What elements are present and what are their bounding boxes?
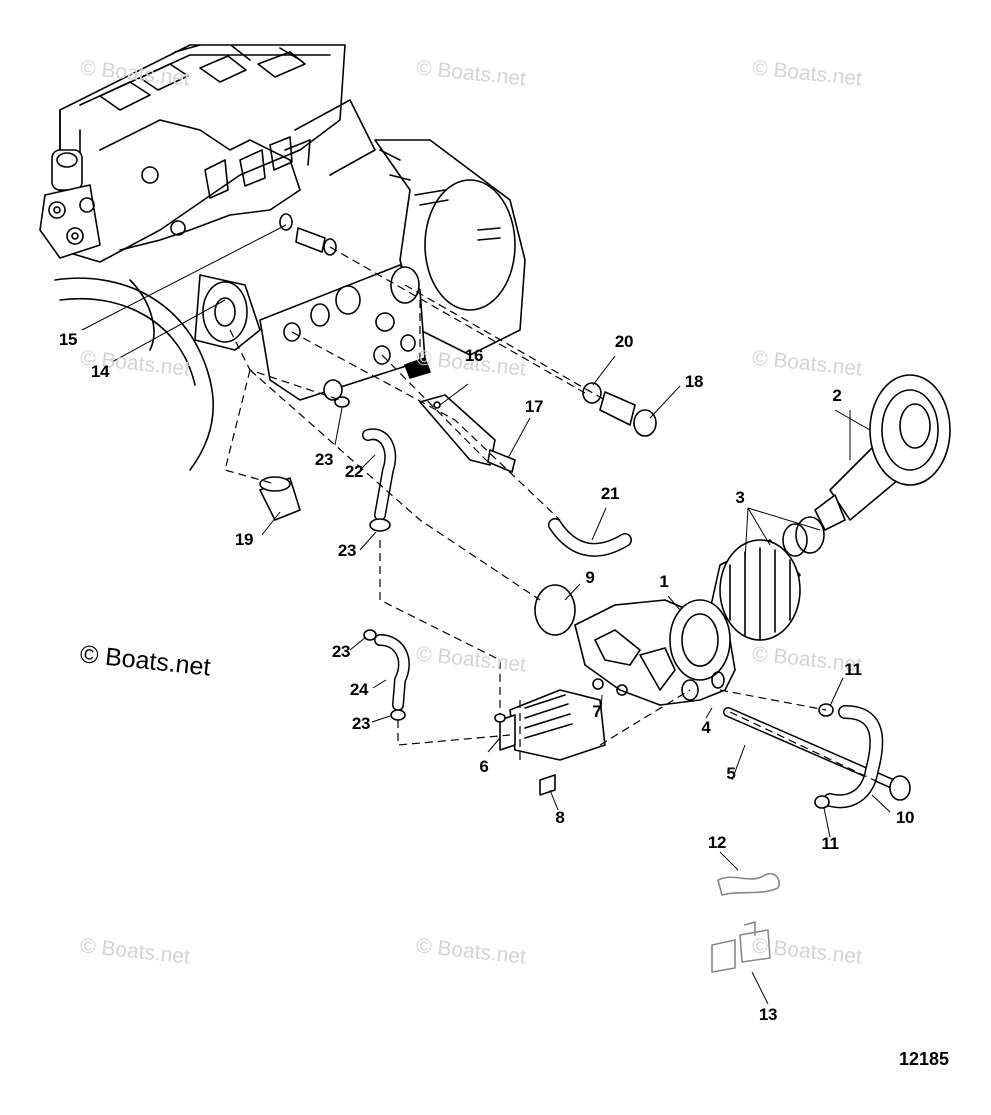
callout-label: 1 [659,572,669,591]
bolt-5-drawing [723,707,911,801]
callout-label: 11 [821,834,839,853]
callout-label: 23 [337,541,357,560]
hose-10-drawing [814,703,884,809]
callout-label: 11 [844,660,862,679]
o-ring-9-drawing [534,584,576,636]
callout-label: 12 [707,833,727,852]
callout-label: 16 [464,346,484,365]
diagram-id: 12185 [898,1049,949,1069]
callout-label: 3 [735,488,745,507]
filter-base-1-drawing [574,599,736,706]
callout-label: 20 [614,332,634,351]
callout-label: 18 [684,372,704,391]
callout-label: 15 [58,330,78,349]
bracket-16-drawing [419,394,516,473]
callout-label: 5 [726,764,736,783]
fitting-drawing [279,213,657,437]
callout-label: 24 [349,680,369,699]
part-12-13-drawing [711,872,780,973]
callout-label: 2 [832,386,842,405]
engine-block-drawing [39,44,526,356]
callout-label: 17 [524,397,544,416]
callout-label: 6 [479,757,489,776]
callout-label: 9 [585,568,595,587]
cooler-6-drawing [494,678,628,796]
callout-label: 7 [592,702,602,721]
alignment-lines [224,246,896,791]
filter-element-3-drawing [709,516,825,641]
callout-label: 10 [895,808,915,827]
callout-label: 23 [314,450,334,469]
callout-label: 22 [344,462,364,481]
leader-lines [81,224,891,1005]
hose-22-drawing [259,396,397,532]
hose-24-drawing [363,629,410,721]
callout-label: 23 [351,714,371,733]
callout-label: 8 [555,808,565,827]
callout-label: 23 [331,642,351,661]
callout-label: 4 [701,718,711,737]
callout-label: 19 [234,530,254,549]
callout-label: 13 [758,1005,778,1024]
bracket-drawing [259,264,431,401]
callout-label: 21 [600,484,620,503]
callout-label: 14 [90,362,110,381]
elbow-21-drawing [548,518,632,557]
